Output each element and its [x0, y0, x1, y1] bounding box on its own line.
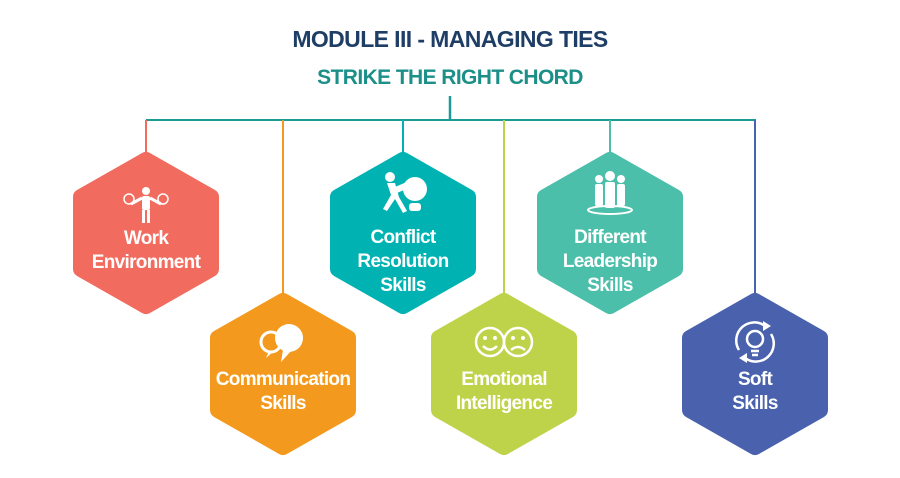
module-label-line: Intelligence	[456, 393, 552, 414]
module-label-line: Work	[124, 228, 169, 249]
hexagon-shape	[537, 152, 683, 314]
module-label-line: Different	[574, 227, 647, 248]
hexagon-shape	[210, 293, 356, 455]
module-label-line: Leadership	[563, 251, 657, 272]
module-label-line: Skills	[260, 393, 306, 414]
businessman-balance-icon	[123, 187, 169, 223]
team-leaders-icon	[587, 171, 633, 215]
module-label-line: Skills	[380, 275, 426, 296]
module-label-line: Conflict	[370, 227, 436, 248]
module-label-line: Skills	[732, 393, 778, 414]
diagram-title: MODULE III - MANAGING TIES	[292, 26, 608, 52]
module-label-line: Skills	[587, 275, 633, 296]
happy-sad-faces-icon	[474, 326, 534, 358]
speech-bubbles-icon	[259, 324, 303, 362]
hexagon-shape	[682, 293, 828, 455]
diagram-subtitle: STRIKE THE RIGHT CHORD	[317, 66, 583, 89]
bulb-cycle-icon	[735, 321, 775, 363]
puzzle-bulb-icon	[383, 172, 427, 213]
module-label-line: Communication	[216, 369, 351, 390]
hexagon-shape	[330, 152, 476, 314]
module-label-line: Resolution	[357, 251, 448, 272]
connector-lines	[145, 96, 756, 295]
hexagon-shape	[431, 293, 577, 455]
module-label-line: Soft	[738, 369, 774, 390]
hexagon-shape	[73, 152, 219, 314]
module-label-line: Environment	[92, 252, 202, 273]
module-label-line: Emotional	[461, 369, 547, 390]
